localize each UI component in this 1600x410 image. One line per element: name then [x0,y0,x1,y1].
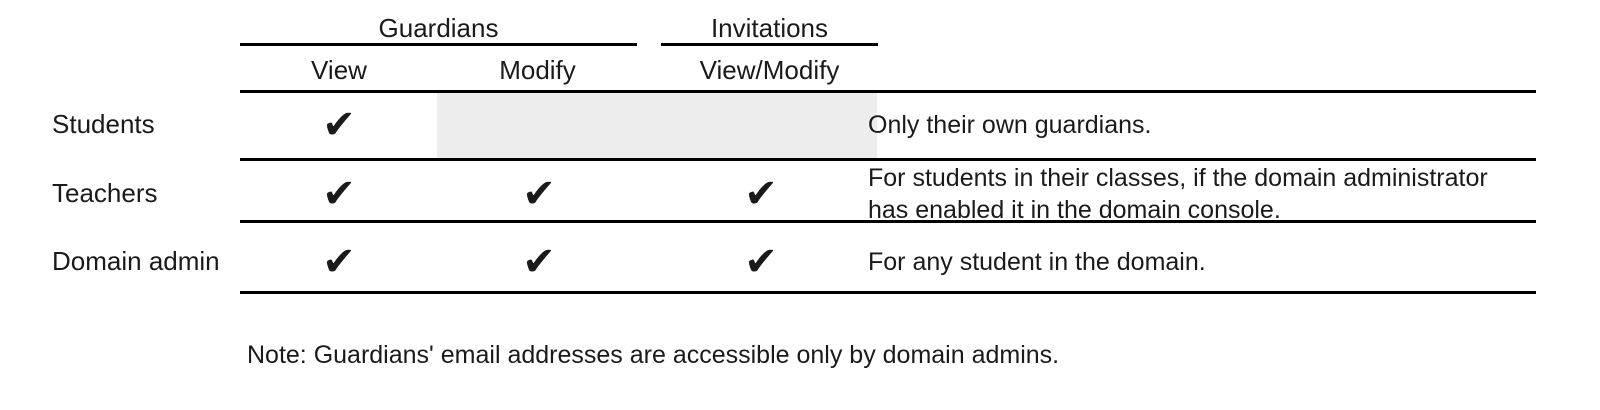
rule-under-guardians-group [240,43,637,46]
cell-students-modify-not-applicable [437,93,877,158]
checkmark-icon-teachers-guardians-modify: ✔ [522,171,556,217]
rule-under-column-headers [240,90,1536,93]
row-description-domain-admin: For any student in the domain. [868,248,1206,276]
column-group-invitations: Invitations [710,13,829,43]
rule-under-invitations-group [661,43,878,46]
column-header-guardians-view: View [311,55,367,85]
row-label-domain-admin: Domain admin [52,246,220,276]
checkmark-icon-teachers-guardians-view: ✔ [322,171,356,217]
checkmark-icon-domain-admin-guardians-view: ✔ [322,239,356,285]
row-label-teachers: Teachers [52,178,158,208]
rule-under-students-row [240,158,1536,161]
checkmark-icon-domain-admin-invitations-view-modify: ✔ [744,239,778,285]
column-header-invitations-view-modify: View/Modify [699,55,840,85]
rule-under-teachers-row [240,220,1536,223]
row-description-students: Only their own guardians. [868,111,1152,139]
row-description-teachers: For students in their classes, if the do… [868,164,1488,224]
row-label-students: Students [52,109,155,139]
checkmark-icon-students-guardians-view: ✔ [322,102,356,148]
column-group-guardians: Guardians [378,13,499,43]
column-header-guardians-modify: Modify [499,55,576,85]
checkmark-icon-teachers-invitations-view-modify: ✔ [744,171,778,217]
rule-table-bottom [240,291,1536,294]
table-footnote: Note: Guardians' email addresses are acc… [247,341,1060,369]
checkmark-icon-domain-admin-guardians-modify: ✔ [522,239,556,285]
